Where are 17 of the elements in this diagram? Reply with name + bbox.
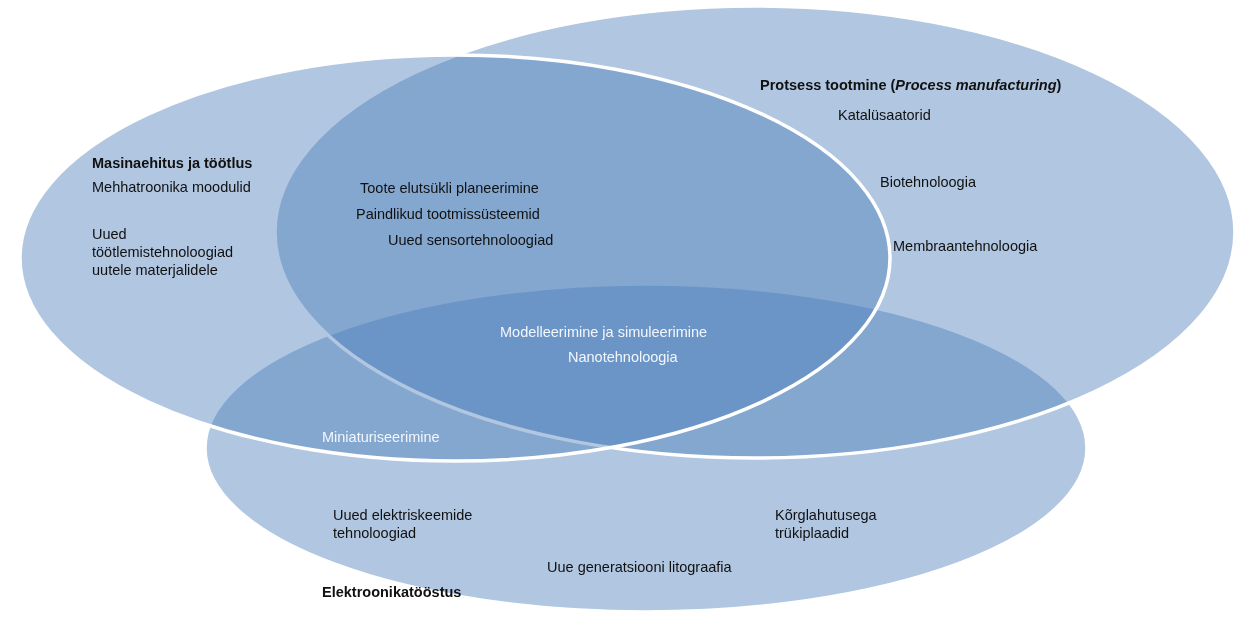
- topic-text: Uued töötlemistehnoloogiad uutele materjalidele: [92, 225, 235, 280]
- topic-text: Biotehnoloogia: [880, 173, 976, 192]
- group-heading: Masinaehitus ja töötlus: [92, 154, 253, 173]
- overlap-topic-text: Toote elutsükli planeerimine: [360, 179, 539, 198]
- overlap-topic-text: Uued sensortehnoloogiad: [388, 231, 554, 250]
- overlap-topic-text: Miniaturiseerimine: [322, 428, 440, 447]
- topic-text: Mehhatroonika moodulid: [92, 178, 251, 197]
- group-heading: Protsess tootmine (Process manufacturing): [760, 76, 1062, 95]
- topic-text: Kõrglahutusega trükiplaadid: [775, 506, 878, 543]
- overlap-topic-text: Paindlikud tootmissüsteemid: [356, 205, 540, 224]
- topic-text: Uue generatsiooni litograafia: [547, 558, 732, 577]
- overlap-topic-text: Modelleerimine ja simuleerimine: [500, 323, 708, 342]
- group-heading: Elektroonikatööstus: [322, 583, 462, 602]
- topic-text: Katalüsaatorid: [838, 106, 931, 125]
- overlap-topic-text: Nanotehnoloogia: [568, 348, 678, 367]
- topic-text: Membraantehnoloogia: [893, 237, 1038, 256]
- topic-text: Uued elektriskeemide tehnoloogiad: [333, 506, 474, 543]
